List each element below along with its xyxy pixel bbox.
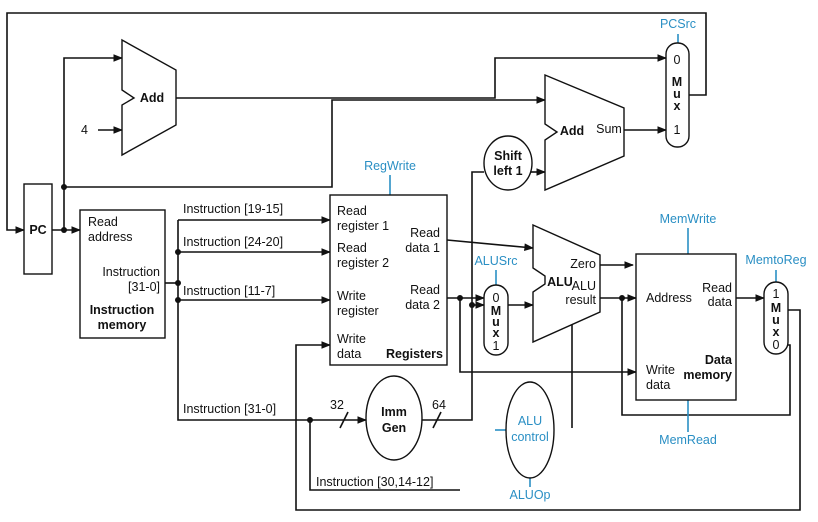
dmem-write-b: data	[646, 378, 670, 392]
alu-control-unit: ALU control	[505, 381, 555, 479]
pcsrc-mux-1: 1	[674, 123, 681, 137]
reg-read1-a: Read	[337, 204, 367, 218]
add-pc-label: Add	[140, 91, 164, 105]
dmem-address: Address	[646, 291, 692, 305]
imem-title-2: memory	[98, 318, 147, 332]
imem-instr-2: [31-0]	[128, 280, 160, 294]
imem-instr-1: Instruction	[102, 265, 160, 279]
reg-rdata1-a: Read	[410, 226, 440, 240]
memtoreg-mux: 1 M u x 0	[763, 281, 789, 355]
shift-line2: left 1	[493, 164, 522, 178]
svg-text:u: u	[772, 313, 780, 327]
memtoreg-mux-0: 0	[773, 338, 780, 352]
svg-text:M: M	[672, 75, 682, 89]
alu-zero: Zero	[570, 257, 596, 271]
reg-title: Registers	[386, 347, 443, 361]
alusrc-mux: 0 M u x 1	[483, 284, 509, 356]
label-width-32: 32	[330, 398, 344, 412]
reg-write-b: register	[337, 304, 379, 318]
control-signal-labels: PCSrc RegWrite ALUSrc MemWrite MemtoReg …	[364, 17, 807, 502]
label-width-64: 64	[432, 398, 446, 412]
imm-line2: Gen	[382, 421, 406, 435]
pc-register: PC	[23, 183, 53, 275]
reg-read2-b: register 2	[337, 256, 389, 270]
aluctl-line2: control	[511, 430, 549, 444]
pcsrc-mux-0: 0	[674, 53, 681, 67]
svg-text:M: M	[491, 304, 501, 318]
svg-text:u: u	[492, 315, 500, 329]
label-instr-11-7: Instruction [11-7]	[183, 284, 275, 298]
add-branch-sum: Sum	[596, 122, 622, 136]
svg-text:x: x	[674, 99, 681, 113]
alusrc-mux-1: 1	[493, 339, 500, 353]
alu-label: ALU	[547, 275, 573, 289]
dmem-read-a: Read	[702, 281, 732, 295]
reg-write-a: Write	[337, 289, 366, 303]
register-file: Read register 1 Read register 2 Write re…	[329, 194, 448, 366]
pcsrc-mux: 0 M u x 1	[665, 42, 690, 148]
label-instr-24-20: Instruction [24-20]	[183, 235, 283, 249]
svg-text:x: x	[493, 326, 500, 340]
label-instr-31-0: Instruction [31-0]	[183, 402, 276, 416]
svg-text:M: M	[771, 301, 781, 315]
data-memory: Address Read data Write data Data memory	[635, 253, 737, 401]
signal-pcsrc: PCSrc	[660, 17, 696, 31]
signal-memtoreg: MemtoReg	[745, 253, 806, 267]
shift-line1: Shift	[494, 149, 523, 163]
dmem-title-a: Data	[705, 353, 733, 367]
junctions	[61, 184, 625, 423]
pc-label: PC	[29, 223, 46, 237]
signal-aluop: ALUOp	[510, 488, 551, 502]
imm-gen-unit: Imm Gen	[365, 375, 423, 461]
imm-line1: Imm	[381, 405, 407, 419]
signal-regwrite: RegWrite	[364, 159, 416, 173]
add-branch-label: Add	[560, 124, 584, 138]
dmem-write-a: Write	[646, 363, 675, 377]
memtoreg-mux-1: 1	[773, 287, 780, 301]
signal-alusrc: ALUSrc	[474, 254, 517, 268]
aluctl-line1: ALU	[518, 414, 542, 428]
reg-read2-a: Read	[337, 241, 367, 255]
alu-result-2: result	[565, 293, 596, 307]
label-instr-30-14: Instruction [30,14-12]	[316, 475, 433, 489]
add-pc-adder: Add	[121, 38, 177, 157]
imem-title-1: Instruction	[90, 303, 155, 317]
wires	[6, 12, 801, 511]
dmem-read-b: data	[708, 295, 732, 309]
shift-left-unit: Shift left 1	[483, 135, 533, 191]
wire-labels: Instruction [19-15] Instruction [24-20] …	[183, 202, 446, 489]
reg-wdata-a: Write	[337, 332, 366, 346]
signal-memread: MemRead	[659, 433, 717, 447]
reg-rdata2-b: data 2	[405, 298, 440, 312]
dmem-title-b: memory	[683, 368, 732, 382]
label-instr-19-15: Instruction [19-15]	[183, 202, 283, 216]
alu-result-1: ALU	[572, 279, 596, 293]
reg-wdata-b: data	[337, 347, 361, 361]
control-wires	[389, 34, 777, 487]
alusrc-mux-0: 0	[493, 291, 500, 305]
signal-memwrite: MemWrite	[660, 212, 717, 226]
imem-read-1: Read	[88, 215, 118, 229]
const-four: 4	[81, 123, 88, 137]
alu-unit: ALU Zero ALU result	[532, 223, 601, 344]
svg-text:x: x	[773, 325, 780, 339]
reg-rdata1-b: data 1	[405, 241, 440, 255]
reg-rdata2-a: Read	[410, 283, 440, 297]
svg-text:u: u	[673, 87, 681, 101]
instruction-memory: Read address Instruction [31-0] Instruct…	[79, 209, 166, 339]
add-branch-adder: Add Sum	[544, 73, 625, 192]
imem-read-2: address	[88, 230, 132, 244]
reg-read1-b: register 1	[337, 219, 389, 233]
